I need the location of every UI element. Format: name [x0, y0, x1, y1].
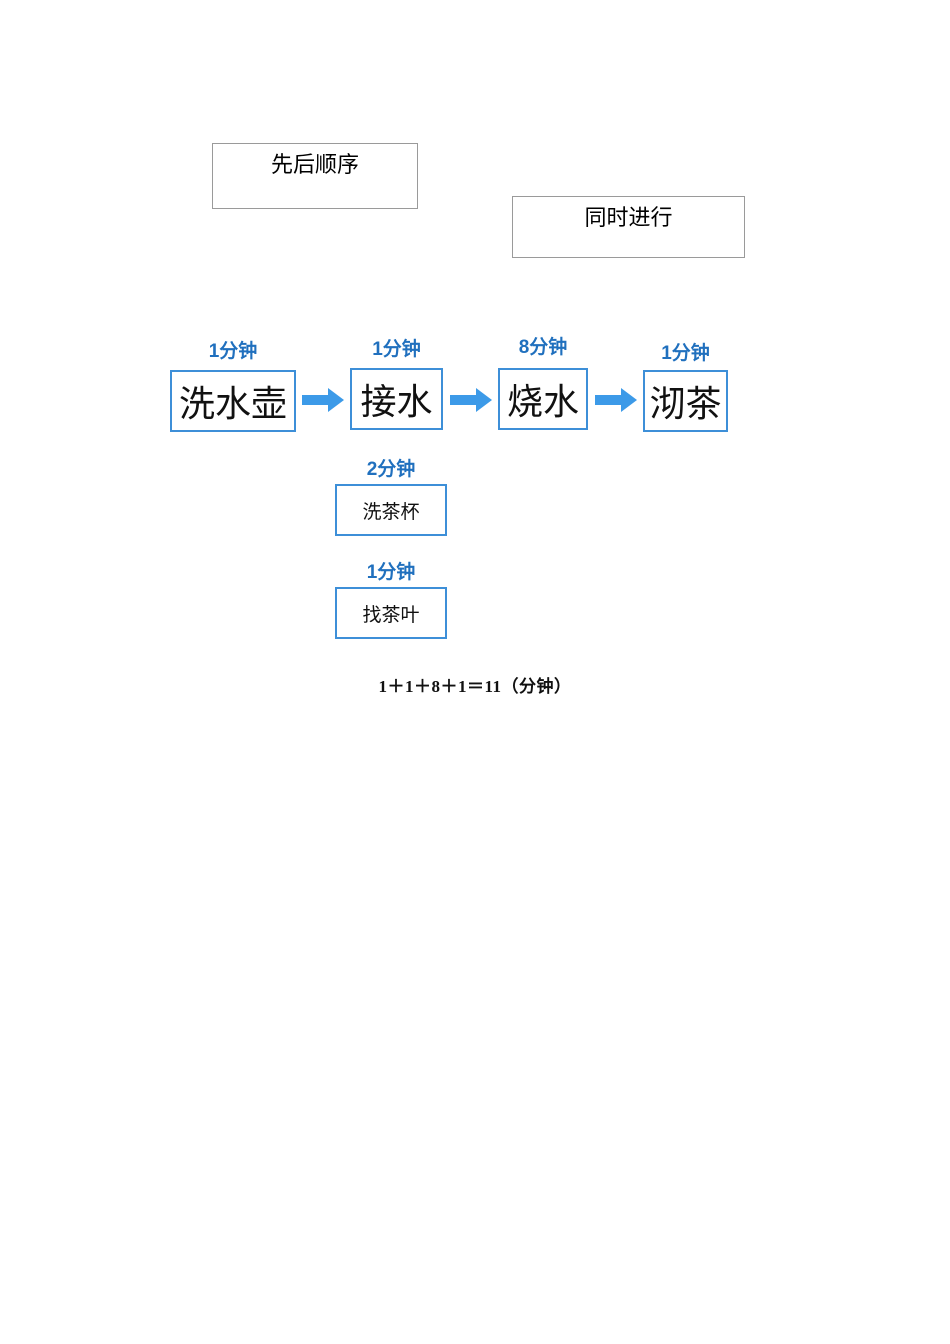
step-label-find-leaves: 找茶叶: [335, 587, 447, 639]
legend-box-sequential: 先后顺序: [212, 143, 418, 209]
step-duration-boil-water: 8分钟: [518, 337, 568, 358]
right-block-arrow-icon: [450, 388, 492, 412]
step-label-brew-tea: 沏茶: [643, 370, 728, 432]
legend-box-parallel: 同时进行: [512, 196, 745, 258]
step-duration-wash-cups: 2分钟: [366, 459, 416, 480]
step-duration-brew-tea: 1分钟: [661, 343, 710, 364]
right-block-arrow-icon: [595, 388, 637, 412]
step-label-wash-kettle: 洗水壶: [170, 370, 296, 432]
step-label-boil-water: 烧水: [498, 368, 588, 430]
right-block-arrow-icon: [302, 388, 344, 412]
step-label-fill-water: 接水: [350, 368, 443, 430]
legend-parallel-label: 同时进行: [584, 205, 673, 230]
step-label-wash-cups: 洗茶杯: [335, 484, 447, 536]
step-duration-fill-water: 1分钟: [372, 339, 421, 360]
step-duration-find-leaves: 1分钟: [366, 562, 416, 583]
legend-sequential-label: 先后顺序: [270, 152, 359, 177]
total-time-formula: 1＋1＋8＋1＝11（分钟）: [378, 677, 572, 696]
step-duration-wash-kettle: 1分钟: [208, 341, 258, 362]
